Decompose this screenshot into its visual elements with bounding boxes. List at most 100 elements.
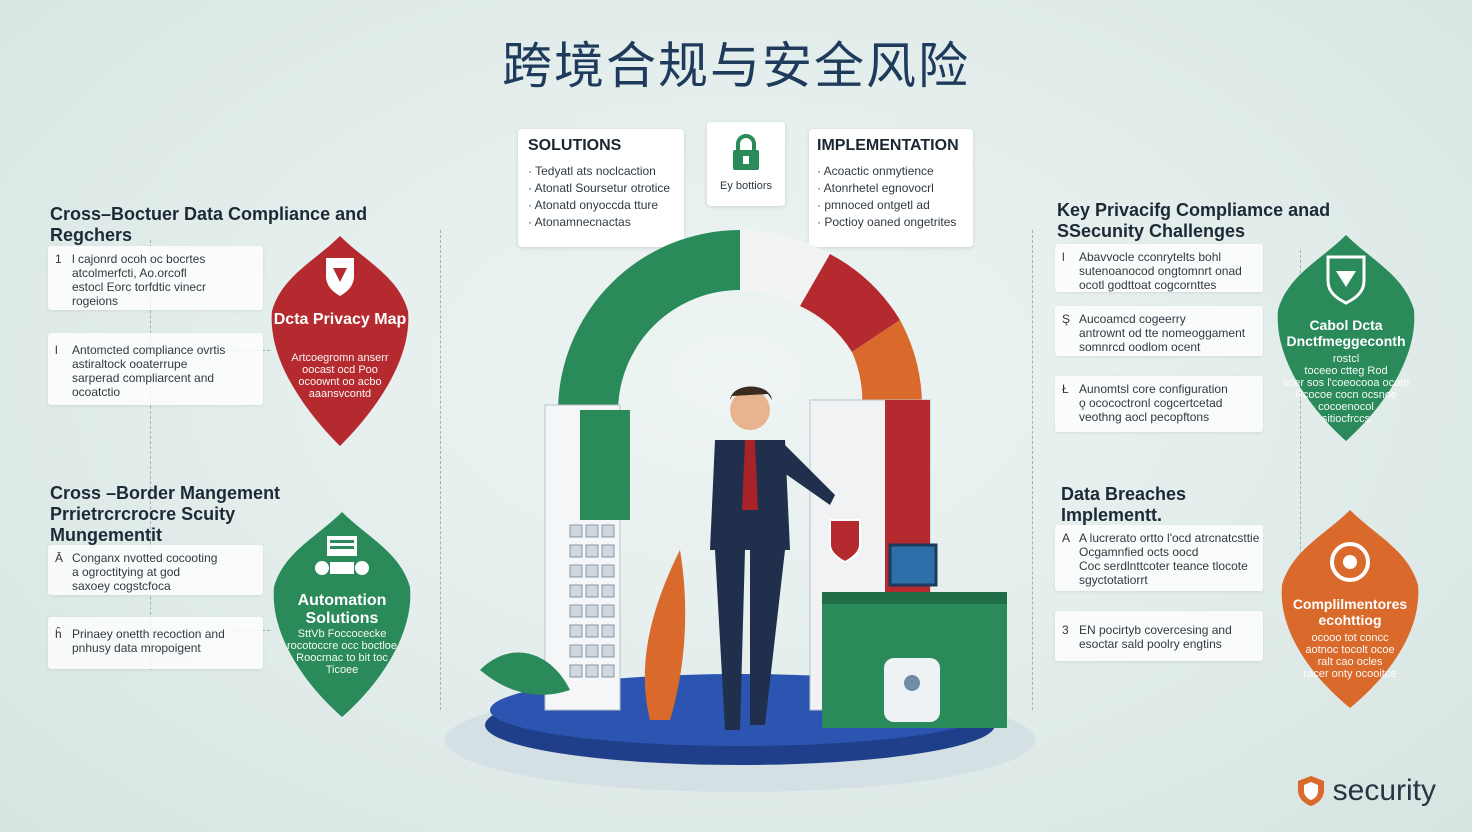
brand-logo: security	[1297, 774, 1436, 808]
arch-red	[800, 254, 900, 352]
page-title: 跨境合规与安全风险	[502, 37, 970, 95]
card-line: Antomcted compliance ovrtis	[72, 343, 226, 357]
brand-shield-icon	[1297, 776, 1324, 806]
card-line: estocl Eorc torfdtic vinecr	[72, 280, 207, 294]
door-shield-icon	[829, 519, 861, 564]
shield-shape	[1281, 510, 1419, 708]
card-line: A lucrerato ortto l'ocd atrcnatcsttie	[1079, 531, 1260, 545]
shield-body: ocooo tot concc aotnoc tocolt ocoe ralt …	[1280, 632, 1420, 680]
card-number: ĥ	[55, 627, 62, 641]
implementation-item: Poctioy oaned ongetrites	[817, 214, 965, 231]
businessman	[710, 386, 835, 730]
solutions-item: Atonatd onyoccda tture	[528, 197, 674, 214]
card-number: l	[1062, 250, 1065, 264]
left-connector-inner	[440, 230, 441, 710]
card-line: Prinaey onetth recoction and	[72, 627, 225, 641]
card-line: o̧ ocococtronl cogcertcetad	[1079, 396, 1223, 410]
solutions-item: Tedyatl ats noclcaction	[528, 163, 674, 180]
solutions-item: Atonatl Soursetur otrotice	[528, 180, 674, 197]
implementation-item: Atonrhetel egnovocrl	[817, 180, 965, 197]
left-connector	[150, 240, 151, 670]
implementation-item: Acoactic onmytience	[817, 163, 965, 180]
card-line: Abavvocle cconrytelts bohl	[1079, 250, 1222, 264]
card-line: EN pocirtyb covercesing and	[1079, 623, 1232, 637]
shield-title: Cabol Dcta Dnctfmeggeconth	[1286, 317, 1406, 349]
card-number: Ş	[1062, 312, 1071, 326]
shield-line: Ticoee	[325, 664, 359, 676]
card-line: sgyctotatiorrt	[1079, 573, 1148, 587]
right-connector	[1300, 250, 1301, 650]
card-line: antrownt od tte nomeoggament	[1079, 326, 1246, 340]
card-line: ocoatctio	[72, 385, 121, 399]
shield-line: aaansvcontd	[308, 388, 372, 400]
card-number: Ł	[1062, 382, 1069, 396]
shield-line: racer onty ocooitce	[1303, 668, 1397, 680]
monitor	[888, 543, 938, 587]
shield-title: Complilmentores ecohttiog	[1292, 596, 1408, 628]
implementation-card: IMPLEMENTATION Acoactic onmytience Atonr…	[809, 129, 973, 247]
card-line: sutenoanocod ongtomnrt onad	[1079, 264, 1242, 278]
lock-label: Ey bottiors	[720, 180, 772, 192]
shield-line: rocotoccre occ boctloe	[286, 640, 398, 652]
left-server-screen	[580, 410, 630, 520]
card-line: Conganx nvotted cocooting	[72, 551, 218, 565]
card-number: Ā	[55, 551, 64, 565]
shield-line: Roocrnac to bit toc	[296, 652, 388, 664]
left-section2-title: Cross –Border Mangement Prrietrcrcrocre …	[50, 483, 281, 545]
shield-line: ocooo tot concc	[1311, 632, 1389, 644]
shield-line: ralt cao ocles	[1317, 656, 1383, 668]
card-line: somnrcd oodlom ocent	[1079, 340, 1201, 354]
shield-line: cocoenocol	[1318, 401, 1374, 413]
left-section1-title: Cross–Boctuer Data Compliance and Regche…	[50, 204, 368, 245]
card-line: esoctar sald poolry engtins	[1079, 637, 1222, 651]
card-number: 3	[1062, 623, 1069, 637]
desk-lock-icon	[904, 675, 920, 691]
shield-body: SttVb Foccocecke rocotoccre occ boctloe …	[272, 628, 412, 676]
implementation-item: pmnoced ontgetl ad	[817, 197, 965, 214]
left-section1-card-2: l Antomcted compliance ovrtis astiraltoc…	[48, 333, 263, 405]
card-line: ocotl godttoat cogcornttes	[1079, 278, 1217, 292]
left-section2-card-1: Ā Conganx nvotted cocooting a ogroctityi…	[48, 545, 263, 595]
right-section2-card-1: A A lucrerato ortto l'ocd atrcnatcsttie …	[1055, 525, 1263, 591]
center-illustration	[445, 230, 1035, 792]
arch-white	[740, 230, 830, 306]
card-line: saxoey cogstcfoca	[72, 579, 171, 593]
card-line: sarperad compliarcent and	[72, 371, 215, 385]
right-section2-card-2: 3 EN pocirtyb covercesing and esoctar sa…	[1055, 611, 1263, 661]
left-section1-card-1: 1 l cajonrd ocoh oc bocrtes atcolmerfcti…	[48, 246, 263, 310]
shield-shape	[271, 236, 409, 446]
card-line: a ogroctitying at god	[72, 565, 181, 579]
shield-shape	[273, 512, 411, 717]
plant-green	[480, 652, 570, 695]
data-privacy-map-shield: Dcta Privacy Map Artcoegromn anserr ooca…	[270, 236, 410, 446]
shield-line: aotnoc tocolt ocoe	[1305, 644, 1395, 656]
shield-line: SttVb Foccocecke	[297, 628, 387, 640]
card-line: l cajonrd ocoh oc bocrtes	[72, 252, 206, 266]
shield-line: toceeo ctteg Rod	[1304, 365, 1388, 377]
shield-line: oocast ocd Poo	[302, 364, 378, 376]
shield-title: Automation Solutions	[297, 592, 387, 627]
shield-body: Artcoegromn anserr oocast ocd Poo ocoown…	[270, 352, 410, 400]
compliance-ecosystem-shield: Complilmentores ecohttiog ocooo tot conc…	[1280, 510, 1420, 720]
right-section2-title: Data Breaches Implementt.	[1061, 484, 1187, 525]
card-line: Coc serdlnttcoter teance tlocote	[1079, 559, 1248, 573]
arch-orange	[852, 320, 923, 410]
right-section1-card-2: Ş Aucoamcd cogeerry antrownt od tte nome…	[1055, 306, 1263, 356]
card-number: 1	[55, 252, 62, 266]
shield-line: rostcl	[1332, 353, 1360, 365]
shield-line: soer sos l'coeocooa ocote	[1282, 377, 1410, 389]
implementation-title: IMPLEMENTATION	[817, 137, 959, 154]
solutions-card: SOLUTIONS Tedyatl ats noclcaction Atonat…	[518, 129, 684, 247]
brand-label: security	[1332, 774, 1436, 807]
solutions-item: Atonamnecnactas	[528, 214, 674, 231]
shield-body: rostcl toceeo ctteg Rod soer sos l'coeoc…	[1276, 353, 1416, 425]
right-section1-title: Key Privacifg Compliamce anad SSecunity …	[1057, 200, 1331, 241]
server-keypad	[569, 524, 615, 678]
plant-orange	[644, 550, 686, 720]
lock-card: Ey bottiors	[707, 122, 785, 206]
card-number: l	[55, 343, 58, 357]
card-line: astiraltock ooaterrupe	[72, 357, 188, 371]
implementation-list: Acoactic onmytience Atonrhetel egnovocrl…	[817, 163, 965, 231]
right-connector-inner	[1032, 230, 1033, 710]
shield-line: Artcoegromn anserr	[291, 352, 389, 364]
